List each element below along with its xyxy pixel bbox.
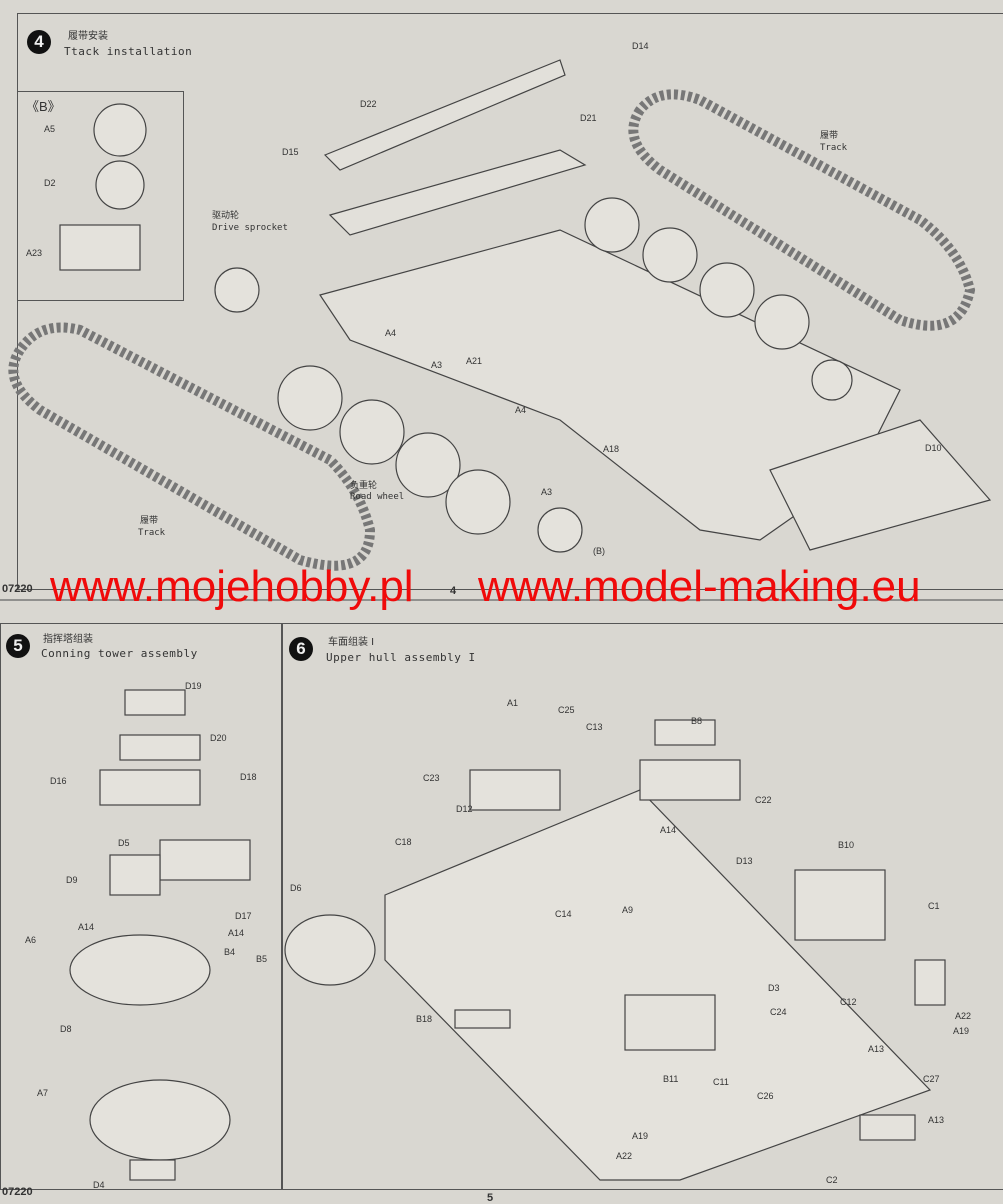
conning-tower-drawing <box>69 689 251 1181</box>
hull-drawing <box>319 59 992 551</box>
part-label: C24 <box>770 1007 787 1017</box>
part-label: A6 <box>25 935 37 945</box>
part-label: B5 <box>256 954 268 964</box>
step5-title-en: Conning tower assembly <box>41 647 198 660</box>
part-label: D14 <box>632 41 649 51</box>
watermark-left[interactable]: www.mojehobby.pl <box>50 562 414 611</box>
part-label: D18 <box>240 772 257 782</box>
part-label: D12 <box>456 804 473 814</box>
part-label: D22 <box>360 99 377 109</box>
part-label: A7 <box>37 1088 49 1098</box>
part-label: D21 <box>580 113 597 123</box>
part-label: A3 <box>541 487 553 497</box>
part-label: C22 <box>755 795 772 805</box>
part-label: A14 <box>660 825 677 835</box>
part-label: A22 <box>955 1011 972 1021</box>
step6-number: 6 <box>289 637 313 661</box>
part-label: (B) <box>593 546 605 556</box>
track-left-drawing <box>8 322 376 571</box>
page-number: 5 <box>487 1192 494 1204</box>
part-label: C26 <box>757 1091 774 1101</box>
part-label: B11 <box>663 1074 679 1084</box>
part-label: D16 <box>50 776 67 786</box>
step5-title-zh: 指挥塔组装 <box>43 634 93 645</box>
part-label: B18 <box>416 1014 433 1024</box>
part-label: D2 <box>44 178 56 188</box>
step5-panel <box>0 623 283 1190</box>
step4-title-en: Ttack installation <box>64 45 193 58</box>
part-label: A5 <box>44 124 56 134</box>
part-label: D6 <box>290 883 302 893</box>
part-label: C25 <box>558 705 575 715</box>
watermark-right[interactable]: www.model-making.eu <box>478 562 921 611</box>
part-label: C1 <box>928 901 940 911</box>
part-label: D8 <box>60 1024 72 1034</box>
part-label: A3 <box>431 360 443 370</box>
track-label-en: Track <box>820 143 848 153</box>
part-label: A22 <box>616 1151 633 1161</box>
part-label: C18 <box>395 837 412 847</box>
part-label: D10 <box>925 443 942 453</box>
part-label: A18 <box>603 444 620 454</box>
track-label-zh: 履带 <box>140 516 159 526</box>
part-label: D3 <box>768 983 780 993</box>
wheel-label-zh: 负重轮 <box>350 481 378 491</box>
part-label: D17 <box>235 911 252 921</box>
part-label: A13 <box>868 1044 885 1054</box>
part-label: B10 <box>838 840 855 850</box>
part-label: A13 <box>928 1115 945 1125</box>
part-label: D13 <box>736 856 753 866</box>
part-label: D20 <box>210 733 227 743</box>
part-label: C11 <box>713 1077 729 1087</box>
part-label: D19 <box>185 681 202 691</box>
part-label: D5 <box>118 838 130 848</box>
page-number: 4 <box>450 585 457 597</box>
wheel-label-en: Road wheel <box>350 492 405 502</box>
inset-title: 《B》 <box>26 99 61 114</box>
part-label: A4 <box>515 405 527 415</box>
track-label-en: Track <box>138 528 166 538</box>
part-label: B8 <box>691 716 703 726</box>
inset-parts-drawing <box>59 103 147 271</box>
step4-number: 4 <box>27 30 51 54</box>
part-label: C13 <box>586 722 603 732</box>
part-label: A21 <box>466 356 483 366</box>
step5-number: 5 <box>6 634 30 658</box>
part-label: C27 <box>923 1074 940 1084</box>
step4-inset-b <box>17 91 184 301</box>
part-label: A23 <box>26 248 43 258</box>
step6-panel <box>281 623 1003 1190</box>
part-label: A19 <box>632 1131 649 1141</box>
step6-title-en: Upper hull assembly I <box>326 651 476 664</box>
part-label: A14 <box>228 928 245 938</box>
part-label: A19 <box>953 1026 970 1036</box>
sprocket-label-en: Drive sprocket <box>212 223 288 233</box>
step4-panel <box>17 13 1003 590</box>
part-label: D15 <box>282 147 299 157</box>
step4-title-zh: 履带安装 <box>68 31 108 42</box>
track-right-drawing <box>628 89 976 331</box>
part-label: B4 <box>224 947 236 957</box>
road-wheels-drawing <box>214 197 853 553</box>
part-label: A1 <box>507 698 519 708</box>
part-label: D4 <box>93 1180 105 1190</box>
track-label-zh: 履带 <box>820 131 839 141</box>
part-label: A9 <box>622 905 634 915</box>
sprocket-label-zh: 驱动轮 <box>212 211 240 221</box>
part-label: C2 <box>826 1175 838 1185</box>
part-label: A4 <box>385 328 397 338</box>
part-label: C23 <box>423 773 440 783</box>
part-label: A14 <box>78 922 95 932</box>
part-label: C14 <box>555 909 572 919</box>
part-label: D9 <box>66 875 78 885</box>
part-label: C12 <box>840 997 857 1007</box>
step6-title-zh: 车面组装 I <box>328 637 375 648</box>
kit-code: 07220 <box>2 1186 33 1198</box>
kit-code: 07220 <box>2 583 33 595</box>
upper-hull-drawing <box>284 719 946 1181</box>
